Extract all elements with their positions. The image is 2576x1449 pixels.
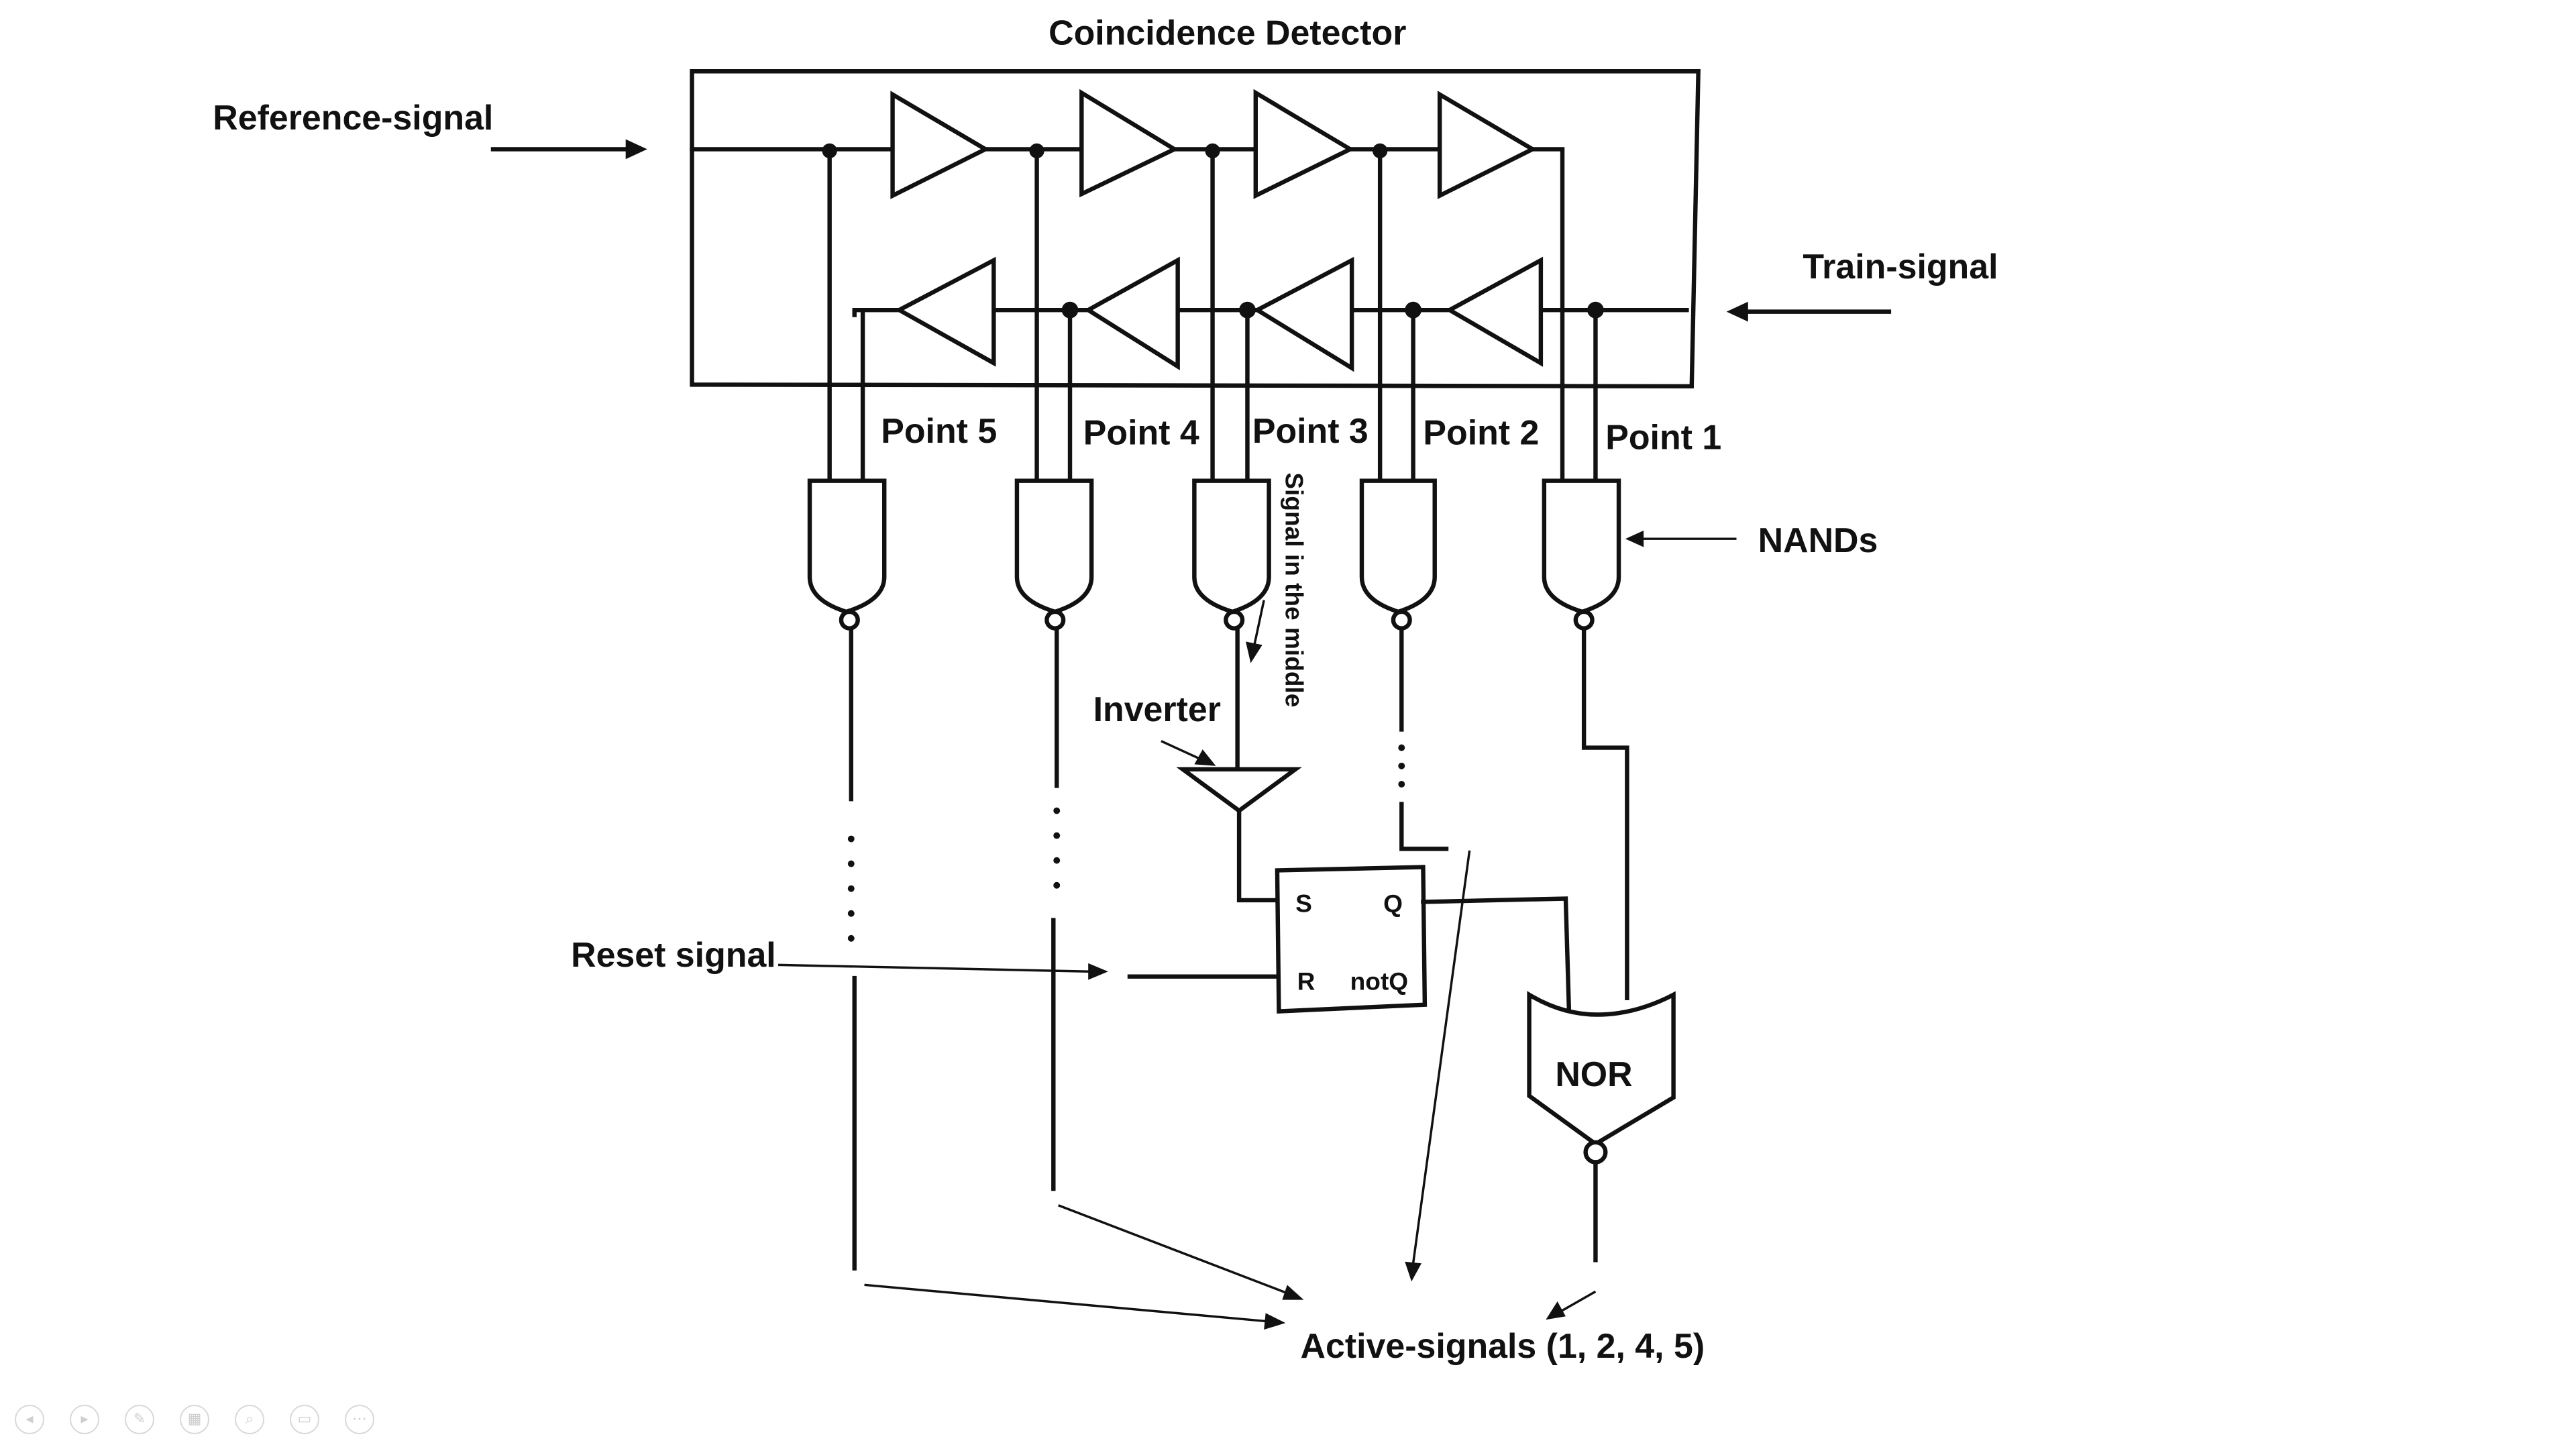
point-5-label: Point 5 — [881, 411, 997, 450]
nor-gate: NOR — [1527, 991, 1676, 1165]
nor-label: NOR — [1555, 1055, 1632, 1093]
top-buffer-chain — [890, 89, 1538, 199]
nand-input-wires — [827, 148, 1598, 483]
latch-notq-label: notQ — [1350, 967, 1408, 995]
nands-arrow — [1625, 530, 1737, 547]
output-wire-point-4 — [1051, 626, 1061, 1191]
inverter-label: Inverter — [1093, 690, 1221, 729]
inverter-arrow — [1161, 740, 1216, 766]
reference-signal-label: Reference-signal — [213, 98, 493, 137]
nand-gate-1 — [1542, 478, 1621, 631]
point-3-label: Point 3 — [1252, 411, 1368, 450]
nands-label: NANDs — [1758, 521, 1878, 559]
reset-signal-arrow — [778, 963, 1108, 980]
pen-icon[interactable]: ✎ — [125, 1405, 154, 1434]
diagram-title: Coincidence Detector — [1049, 13, 1406, 52]
latch-r-label: R — [1297, 967, 1316, 995]
output-wire-point-5 — [847, 626, 857, 1271]
more-icon[interactable]: ⋯ — [345, 1405, 374, 1434]
next-slide-icon[interactable]: ▸ — [70, 1405, 99, 1434]
train-signal-arrow — [1726, 301, 1892, 322]
detector-box — [690, 69, 1701, 389]
point-2-label: Point 2 — [1423, 413, 1539, 451]
buffer-top-1 — [890, 91, 990, 199]
nand-gate-4 — [1014, 478, 1094, 631]
buffer-top-4 — [1437, 91, 1538, 199]
slides-grid-icon[interactable]: ▦ — [180, 1405, 209, 1434]
train-signal-label: Train-signal — [1803, 247, 1998, 286]
active-signal-arrows — [864, 850, 1597, 1330]
buffer-bottom-1 — [894, 256, 996, 367]
output-wire-point-2 — [1398, 626, 1449, 851]
sr-latch: S Q R notQ — [1275, 865, 1428, 1014]
inverter-gate — [1176, 767, 1302, 814]
bottom-buffer-chain — [894, 256, 1544, 372]
reference-signal-arrow — [490, 139, 647, 160]
buffer-bottom-2 — [1083, 256, 1180, 370]
subtitle-icon[interactable]: ▭ — [290, 1405, 319, 1434]
latch-q-label: Q — [1383, 889, 1403, 917]
active-signals-label: Active-signals (1, 2, 4, 5) — [1301, 1326, 1705, 1365]
latch-s-label: S — [1295, 889, 1312, 917]
nand-gate-3 — [1192, 478, 1271, 631]
point-4-label: Point 4 — [1083, 413, 1199, 451]
buffer-bottom-4 — [1445, 256, 1544, 367]
output-wire-point-1 — [1581, 626, 1629, 1000]
signal-in-middle-label: Signal in the middle — [1280, 472, 1308, 707]
prev-slide-icon[interactable]: ◂ — [15, 1405, 44, 1434]
buffer-bottom-3 — [1252, 256, 1354, 372]
output-wire-point-3 — [1176, 626, 1302, 903]
point-1-label: Point 1 — [1605, 418, 1721, 457]
signal-in-middle-arrow — [1245, 600, 1265, 663]
nand-gate-5 — [807, 478, 887, 631]
buffer-top-3 — [1253, 89, 1355, 199]
nand-gate-2 — [1359, 478, 1437, 631]
slideshow-toolbar: ◂ ▸ ✎ ▦ ⌕ ▭ ⋯ — [15, 1405, 374, 1434]
zoom-icon[interactable]: ⌕ — [235, 1405, 264, 1434]
latch-q-to-nor-wire — [1421, 896, 1572, 1014]
buffer-top-2 — [1079, 89, 1179, 198]
reset-signal-label: Reset signal — [571, 935, 776, 974]
